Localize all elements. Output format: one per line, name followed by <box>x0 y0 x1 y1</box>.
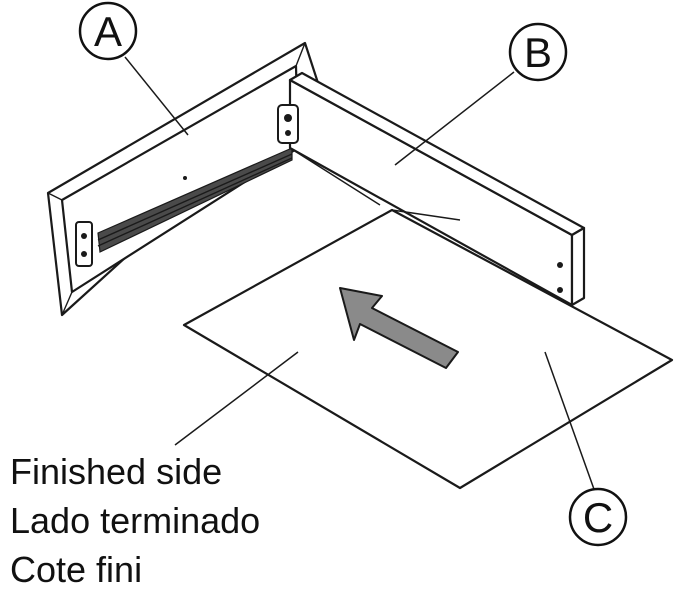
callout-a-label: A <box>94 8 122 55</box>
callout-c: C <box>568 487 628 547</box>
leader-b <box>394 71 515 166</box>
leader-a <box>124 56 189 136</box>
bracket-right <box>277 104 299 144</box>
bracket-left <box>75 221 93 267</box>
caption-english: Finished side <box>10 451 223 492</box>
panel-b <box>277 71 586 307</box>
callout-b: B <box>508 22 568 82</box>
callout-c-label: C <box>583 494 613 541</box>
caption-spanish: Lado terminado <box>10 500 261 541</box>
leader-finished-side <box>174 351 299 446</box>
panel-a <box>46 41 320 317</box>
caption-french: Cote fini <box>10 549 143 590</box>
leader-c <box>544 351 596 493</box>
slide-in-arrow-icon <box>339 287 459 369</box>
callout-a: A <box>78 1 138 61</box>
callout-b-label: B <box>524 29 552 76</box>
